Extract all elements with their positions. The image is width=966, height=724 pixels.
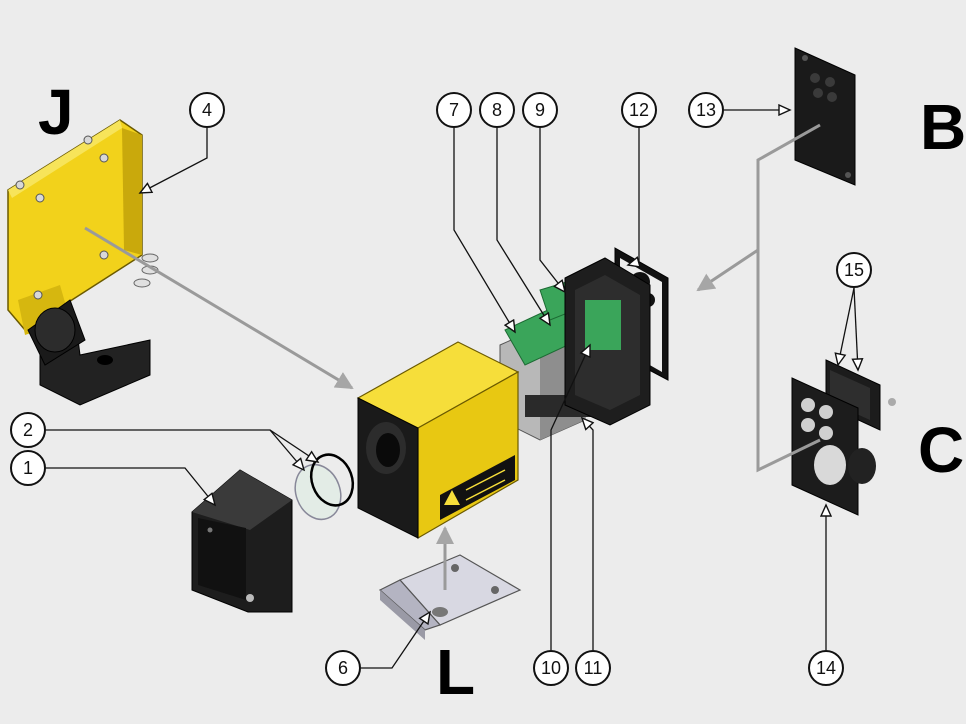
mounting-bracket-j: [7, 119, 159, 406]
letter-j: J: [38, 76, 74, 148]
sensor-housing: [356, 341, 520, 540]
rear-cover: [564, 247, 669, 426]
callout-13: 13: [688, 92, 724, 128]
window-and-oring: [294, 453, 355, 521]
air-purge-collar: [191, 469, 293, 613]
callout-15: 15: [836, 252, 872, 288]
callout-6: 6: [325, 650, 361, 686]
callout-9: 9: [522, 92, 558, 128]
callout-7: 7: [436, 92, 472, 128]
callout-8: 8: [479, 92, 515, 128]
callout-14: 14: [808, 650, 844, 686]
letter-b: B: [920, 91, 966, 163]
leader-lines: [46, 110, 858, 669]
callout-2: 2: [10, 412, 46, 448]
callout-11: 11: [575, 650, 611, 686]
adapter-c: [791, 359, 896, 516]
callout-4: 4: [189, 92, 225, 128]
l-bracket: [378, 554, 522, 640]
callout-12: 12: [621, 92, 657, 128]
cover-b: [794, 47, 856, 186]
letter-l: L: [436, 636, 476, 708]
callout-1: 1: [10, 450, 46, 486]
assembly-arrow-bc: [696, 248, 759, 292]
assembly-arrow-j: [84, 226, 354, 390]
callout-10: 10: [533, 650, 569, 686]
letter-c: C: [918, 414, 965, 486]
option-connector-line: [756, 123, 821, 473]
